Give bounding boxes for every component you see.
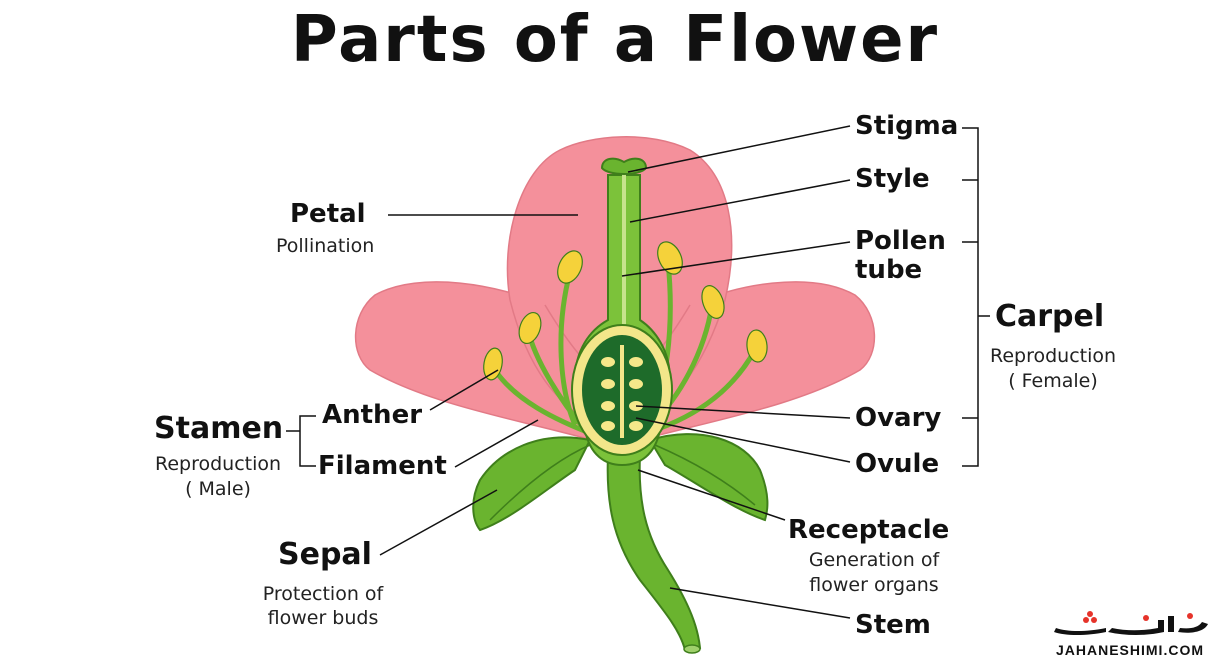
ovules xyxy=(601,357,643,431)
label-receptacle-sub-2: flower organs xyxy=(809,574,939,596)
anther-3 xyxy=(483,347,503,381)
label-ovule: Ovule xyxy=(855,449,940,479)
label-filament: Filament xyxy=(318,451,447,481)
label-petal-sub: Pollination xyxy=(276,235,375,257)
sepal-right xyxy=(648,433,769,522)
label-petal: Petal xyxy=(290,199,366,229)
anther-2 xyxy=(518,311,542,345)
site-watermark: JAHANESHIMI.COM xyxy=(1046,606,1214,662)
stamen-bracket xyxy=(299,415,316,467)
watermark-text: JAHANESHIMI.COM xyxy=(1055,642,1204,658)
sepal-left xyxy=(472,436,592,532)
watermark-logo-icon xyxy=(1054,611,1208,635)
label-stamen-sub-2: ( Male) xyxy=(185,478,251,500)
page-title: Parts of a Flower xyxy=(290,3,940,77)
leader-sepal xyxy=(379,489,498,556)
leader-stigma xyxy=(627,125,851,173)
label-stamen-sub-1: Reproduction xyxy=(154,453,282,475)
label-receptacle-sub-1: Generation of xyxy=(808,549,940,571)
anther-6 xyxy=(746,329,768,363)
label-sepal-sub-2: flower buds xyxy=(267,607,379,629)
label-pollen-tube-2: tube xyxy=(855,255,923,285)
label-carpel-sub-2: ( Female) xyxy=(1008,370,1098,392)
leader-lines xyxy=(286,125,990,619)
label-receptacle: Receptacle xyxy=(788,515,950,545)
label-carpel-sub-1: Reproduction xyxy=(989,345,1117,367)
label-sepal: Sepal xyxy=(278,537,372,572)
leader-stem xyxy=(669,587,851,619)
anther-5 xyxy=(701,285,725,319)
leader-anther xyxy=(429,369,499,411)
label-ovary: Ovary xyxy=(855,403,942,433)
stigma xyxy=(600,157,648,175)
label-pollen-tube-1: Pollen xyxy=(855,226,946,256)
leader-style xyxy=(629,179,851,223)
leader-ovule xyxy=(635,417,851,463)
label-anther: Anther xyxy=(322,400,423,430)
anther-1 xyxy=(557,250,583,284)
leader-filament xyxy=(454,419,539,468)
leader-ovary xyxy=(635,405,851,419)
sepals xyxy=(472,433,769,532)
label-stem: Stem xyxy=(855,610,931,640)
anther-4 xyxy=(657,241,683,275)
leader-pollen-tube xyxy=(621,241,851,277)
label-carpel: Carpel xyxy=(995,299,1105,334)
carpel-bracket xyxy=(962,127,979,467)
label-stigma: Stigma xyxy=(855,111,959,141)
label-sepal-sub-1: Protection of xyxy=(262,583,384,605)
label-stamen: Stamen xyxy=(154,411,284,446)
leader-receptacle xyxy=(637,469,786,521)
carpel xyxy=(571,157,673,456)
label-style: Style xyxy=(855,164,930,194)
